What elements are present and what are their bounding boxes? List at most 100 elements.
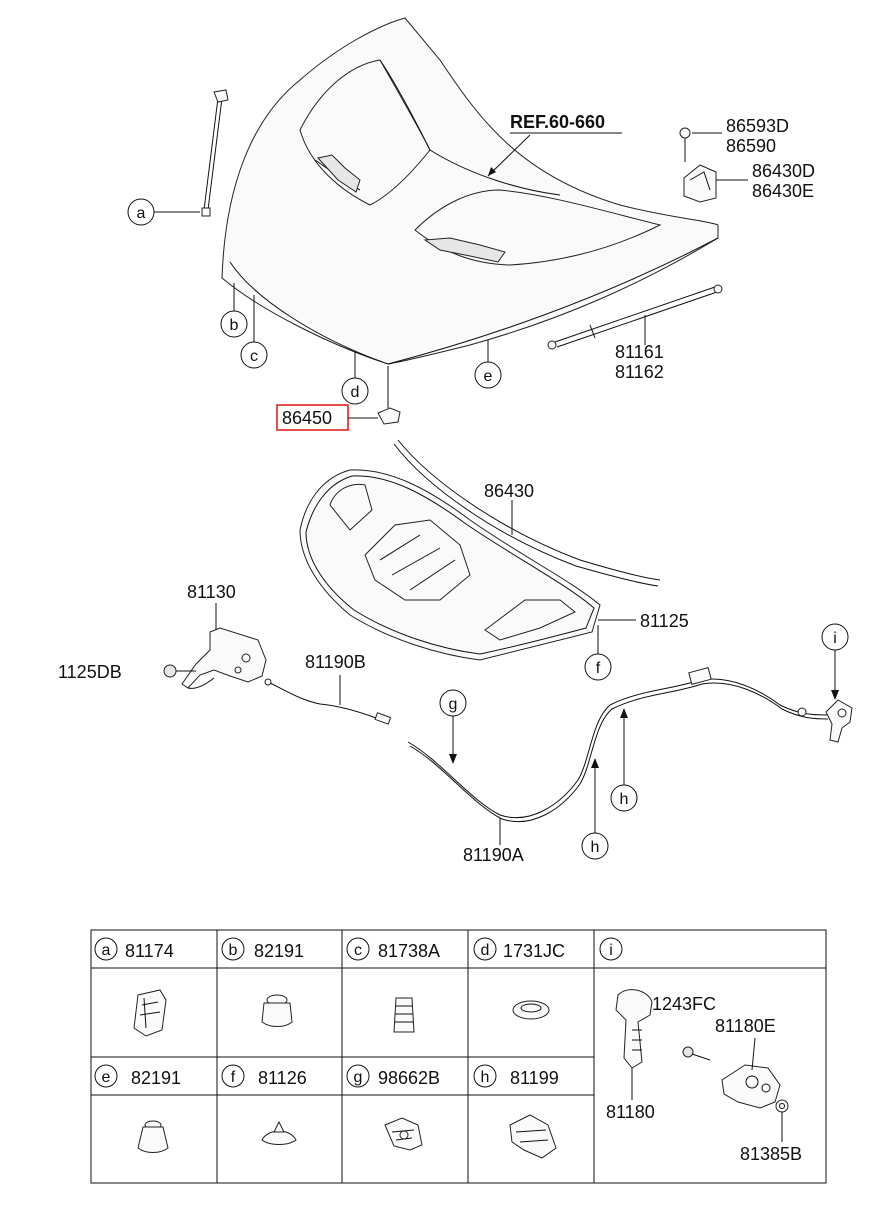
arrow-g [449, 754, 457, 764]
marker-e [474, 361, 502, 389]
legend-code-g: 98662B [378, 1068, 440, 1088]
legend-i-label-81385B: 81385B [740, 1144, 802, 1164]
weatherstrip[interactable] [393, 439, 661, 587]
legend-cell-d: d 1731JC [473, 937, 565, 961]
legend-cell-e: e 82191 [94, 1064, 181, 1088]
label-86590: 86590 [726, 136, 776, 156]
latch-bolt[interactable] [163, 664, 196, 678]
stopper-81126-icon [261, 1120, 297, 1145]
label-86430D: 86430D [752, 161, 815, 181]
marker-c [240, 341, 268, 369]
legend-code-c: 81738A [378, 941, 440, 961]
label-81190A: 81190A [463, 845, 524, 865]
marker-e-text: e [484, 368, 493, 385]
clip-81174-icon [133, 989, 167, 1037]
legend-key-b: b [229, 942, 238, 959]
housing-81180E-icon [721, 1064, 781, 1109]
label-86430: 86430 [484, 481, 534, 501]
legend-i-label-81180: 81180 [606, 1102, 655, 1122]
marker-g-text: g [449, 696, 458, 713]
release-handle-assembly[interactable] [825, 699, 853, 743]
insulator-pad[interactable] [299, 469, 601, 661]
label-81162: 81162 [615, 362, 664, 382]
legend-cell-f: f 81126 [221, 1064, 307, 1088]
hood-panel[interactable] [221, 17, 719, 365]
bolt-1243FC-icon [682, 1046, 711, 1061]
hood-stay-rod[interactable] [201, 89, 229, 217]
legend-marker-e [94, 1064, 118, 1088]
legend-key-g: g [354, 1069, 363, 1086]
clip-81199-icon [509, 1114, 557, 1159]
bumper-82191-icon [261, 994, 293, 1027]
marker-f-text: f [596, 660, 601, 677]
legend-marker-f [221, 1064, 245, 1088]
marker-h2 [581, 832, 609, 860]
legend-code-b: 82191 [254, 941, 304, 961]
legend-marker-i [599, 937, 623, 961]
legend-marker-g [346, 1064, 370, 1088]
legend-cell-a: a 81174 [94, 937, 174, 961]
bumper-82191-e-icon [137, 1120, 169, 1153]
label-86450: 86450 [282, 408, 332, 428]
legend-cell-g: g 98662B [346, 1064, 440, 1088]
marker-b-text: b [230, 317, 239, 334]
marker-h1 [610, 784, 638, 812]
legend-key-d: d [481, 942, 490, 959]
legend-i-label-81180E: 81180E [715, 1016, 776, 1036]
marker-i-text: i [833, 630, 837, 647]
leader-81180E [751, 1037, 756, 1071]
legend-code-h: 81199 [510, 1068, 559, 1088]
legend-cell-h: h 81199 [473, 1064, 559, 1088]
legend-key-c: c [354, 942, 362, 959]
marker-f [584, 653, 612, 681]
legend-table [90, 929, 827, 1184]
legend-cell-b: b 82191 [221, 937, 304, 961]
marker-b [220, 310, 248, 338]
label-86593D: 86593D [726, 116, 789, 136]
marker-d [341, 377, 369, 405]
label-81125: 81125 [640, 611, 689, 631]
handle-81180-icon [615, 989, 653, 1069]
release-cable-front[interactable] [264, 678, 392, 725]
legend-marker-a [94, 937, 118, 961]
label-86430E: 86430E [752, 181, 814, 201]
legend-key-f: f [231, 1069, 236, 1086]
legend-marker-d [473, 937, 497, 961]
marker-h2-text: h [591, 839, 600, 856]
clip-98662B-icon [384, 1117, 423, 1151]
legend-code-d: 1731JC [503, 941, 565, 961]
seal-bumper-part[interactable] [377, 407, 401, 425]
legend-key-h: h [481, 1069, 490, 1086]
arrow-i [831, 690, 839, 700]
legend-marker-b [221, 937, 245, 961]
release-cable-rear[interactable] [407, 667, 829, 823]
ref-leader [487, 134, 531, 177]
marker-a-text: a [137, 205, 146, 222]
arrow-h1 [620, 708, 628, 718]
legend-key-a: a [102, 942, 111, 959]
label-81130: 81130 [187, 582, 236, 602]
legend-cell-i-header: i [599, 937, 623, 961]
marker-h1-text: h [620, 791, 629, 808]
nut-81385B-icon [775, 1099, 789, 1113]
legend-key-e: e [102, 1069, 111, 1086]
label-1125DB: 1125DB [58, 662, 122, 682]
legend-marker-h [473, 1064, 497, 1088]
ref-label: REF.60-660 [510, 112, 605, 132]
marker-c-text: c [250, 348, 258, 365]
legend-code-f: 81126 [258, 1068, 307, 1088]
legend-code-e: 82191 [131, 1068, 181, 1088]
plug-1731JC-icon [512, 1000, 550, 1020]
gas-strut[interactable] [547, 284, 723, 350]
legend-key-i: i [609, 942, 613, 959]
legend-i-label-1243FC: 1243FC [652, 994, 716, 1014]
label-81190B: 81190B [305, 652, 366, 672]
ref-arrowhead [488, 167, 496, 176]
hood-latch[interactable] [181, 627, 267, 689]
hinge-bracket[interactable] [679, 127, 717, 203]
arrow-h2 [591, 758, 599, 768]
marker-d-text: d [351, 384, 360, 401]
legend-marker-c [346, 937, 370, 961]
legend-code-a: 81174 [125, 941, 174, 961]
